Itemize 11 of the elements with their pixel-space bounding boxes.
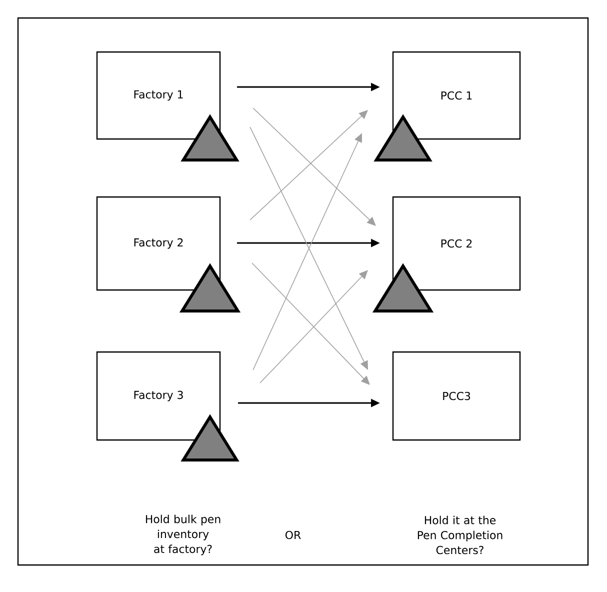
process-box: Factory 2 [96, 196, 221, 291]
process-box: Factory 3 [96, 351, 221, 441]
arrow [260, 270, 368, 384]
process-box: PCC 2 [392, 196, 521, 291]
caption-text: Hold it at the Pen Completion Centers? [418, 516, 502, 554]
process-box: PCC3 [392, 351, 521, 441]
caption-text: OR [286, 530, 301, 540]
process-box: Factory 1 [96, 51, 221, 140]
arrow [252, 262, 370, 385]
process-box: PCC 1 [392, 51, 521, 140]
caption-text: Hold bulk pen inventory at factory? [146, 514, 220, 556]
